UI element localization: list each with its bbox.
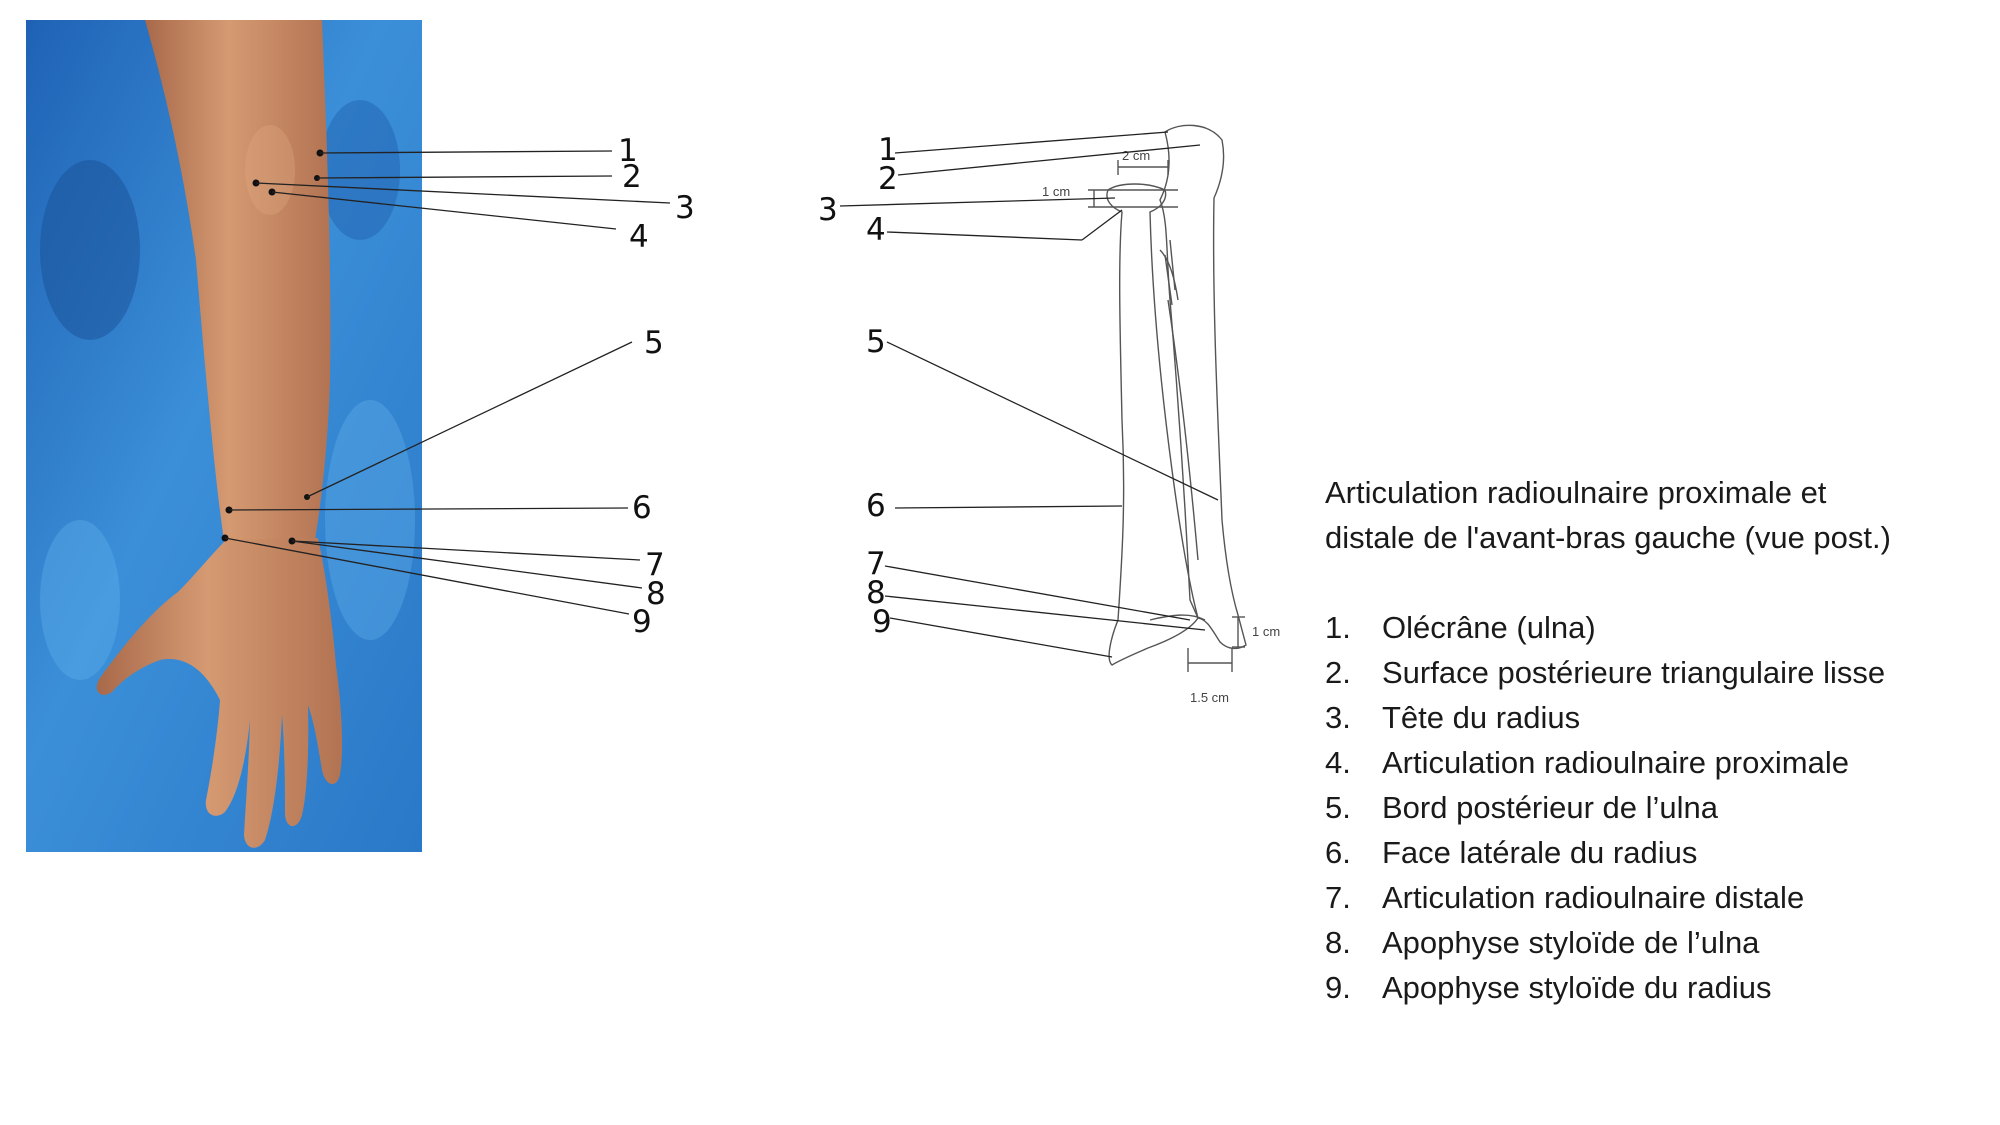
photo-callout-4: 4 bbox=[629, 219, 649, 255]
legend-list: 1. Olécrâne (ulna) 2. Surface postérieure … bbox=[1325, 605, 1985, 1010]
drawing-callouts: 1 2 3 4 5 6 7 8 9 bbox=[818, 132, 898, 640]
drawing-callout-1: 1 bbox=[878, 132, 898, 168]
legend-item: 5. Bord postérieur de l’ulna bbox=[1325, 785, 1985, 830]
legend-item-label: Olécrâne (ulna) bbox=[1382, 610, 1596, 645]
legend-item: 2. Surface postérieure triangulaire lisse bbox=[1325, 650, 1985, 695]
radius-outline bbox=[1106, 183, 1199, 666]
photo-callout-2: 2 bbox=[622, 159, 642, 195]
drawing-callout-4: 4 bbox=[866, 212, 886, 248]
legend-item-label: Articulation radioulnaire proximale bbox=[1382, 745, 1849, 780]
dimension-top-height: 1 cm bbox=[1042, 184, 1070, 199]
legend-item-number: 5. bbox=[1325, 790, 1351, 825]
legend-item-number: 1. bbox=[1325, 610, 1351, 645]
bone-drawing bbox=[1088, 124, 1247, 672]
photo-callout-5: 5 bbox=[644, 325, 664, 361]
legend-item-number: 9. bbox=[1325, 970, 1351, 1005]
photo-leader-lines bbox=[224, 150, 671, 615]
legend-item-label: Surface postérieure triangulaire lisse bbox=[1382, 655, 1886, 690]
photo-callouts: 1 2 3 4 5 6 7 8 9 bbox=[618, 133, 695, 640]
photo-callout-3: 3 bbox=[675, 190, 695, 226]
legend-title-line-2: distale de l'avant-bras gauche (vue post… bbox=[1325, 520, 1891, 555]
hand bbox=[96, 538, 343, 848]
dimension-bottom-height: 1 cm bbox=[1252, 624, 1280, 639]
legend-item-number: 4. bbox=[1325, 745, 1351, 780]
ulna-outline bbox=[1159, 124, 1247, 650]
photo-callout-1: 1 bbox=[618, 133, 638, 169]
legend-item-number: 6. bbox=[1325, 835, 1351, 870]
legend-item: 9. Apophyse styloïde du radius bbox=[1325, 965, 1985, 1010]
legend-item-label: Apophyse styloïde du radius bbox=[1382, 970, 1772, 1005]
legend-item: 6. Face latérale du radius bbox=[1325, 830, 1985, 875]
legend-item: 1. Olécrâne (ulna) bbox=[1325, 605, 1985, 650]
legend-item-label: Apophyse styloïde de l’ulna bbox=[1382, 925, 1760, 960]
arm-photo bbox=[26, 20, 422, 852]
drawing-callout-9: 9 bbox=[872, 604, 892, 640]
legend-item: 8. Apophyse styloïde de l’ulna bbox=[1325, 920, 1985, 965]
photo-callout-6: 6 bbox=[632, 490, 652, 526]
photo-callout-8: 8 bbox=[646, 576, 666, 612]
drawing-callout-3: 3 bbox=[818, 192, 838, 228]
legend: Articulation radioulnaire proximale et d… bbox=[1325, 470, 1985, 1010]
drawing-callout-6: 6 bbox=[866, 488, 886, 524]
legend-title: Articulation radioulnaire proximale et d… bbox=[1325, 470, 1985, 560]
legend-item: 4. Articulation radioulnaire proximale bbox=[1325, 740, 1985, 785]
legend-item-label: Tête du radius bbox=[1382, 700, 1581, 735]
drawing-callout-2: 2 bbox=[878, 161, 898, 197]
dimension-labels: 2 cm 1 cm 1 cm 1.5 cm bbox=[1042, 148, 1280, 705]
legend-item-label: Articulation radioulnaire distale bbox=[1382, 880, 1805, 915]
dimension-bottom-width: 1.5 cm bbox=[1190, 690, 1229, 705]
legend-item-label: Bord postérieur de l’ulna bbox=[1382, 790, 1719, 825]
drawing-callout-5: 5 bbox=[866, 324, 886, 360]
legend-title-line-1: Articulation radioulnaire proximale et bbox=[1325, 475, 1827, 510]
photo-callout-9: 9 bbox=[632, 604, 652, 640]
drawing-callout-8: 8 bbox=[866, 575, 886, 611]
legend-item: 3. Tête du radius bbox=[1325, 695, 1985, 740]
drawing-leader-lines bbox=[839, 131, 1219, 658]
legend-item-label: Face latérale du radius bbox=[1382, 835, 1698, 870]
photo-callout-7: 7 bbox=[645, 547, 665, 583]
legend-item-number: 7. bbox=[1325, 880, 1351, 915]
drawing-callout-7: 7 bbox=[866, 546, 886, 582]
forearm bbox=[145, 20, 331, 548]
legend-item: 7. Articulation radioulnaire distale bbox=[1325, 875, 1985, 920]
legend-item-number: 2. bbox=[1325, 655, 1351, 690]
legend-item-number: 8. bbox=[1325, 925, 1351, 960]
legend-item-number: 3. bbox=[1325, 700, 1351, 735]
